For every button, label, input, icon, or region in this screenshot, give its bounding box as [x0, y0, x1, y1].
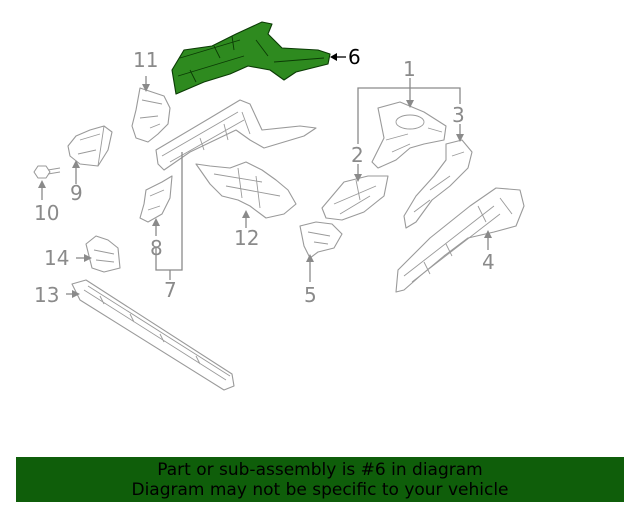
callout-11: 11: [133, 48, 158, 72]
part-10-bolt: [33, 165, 61, 179]
callout-10: 10: [34, 201, 59, 225]
part-4: [395, 187, 525, 293]
part-2: [321, 175, 389, 221]
callout-9: 9: [70, 181, 83, 205]
part-5: [299, 221, 343, 259]
part-7: [155, 99, 317, 171]
part-11: [131, 87, 171, 143]
callout-14: 14: [44, 246, 69, 270]
callout-1: 1: [403, 57, 416, 81]
info-banner: Part or sub-assembly is #6 in diagram Di…: [16, 457, 624, 502]
banner-line-1: Part or sub-assembly is #6 in diagram: [157, 459, 483, 480]
callout-labels: 6 11 9 10 8 7 12 14 13 1 2 3 5 4: [34, 45, 495, 307]
callout-7: 7: [164, 278, 177, 302]
part-13: [71, 279, 235, 391]
callout-3: 3: [452, 103, 465, 127]
part-14: [85, 235, 121, 273]
callout-4: 4: [482, 250, 495, 274]
part-9: [67, 125, 113, 167]
callout-5: 5: [304, 283, 317, 307]
parts-diagram: 6 11 9 10 8 7 12 14 13 1 2 3 5 4: [33, 21, 525, 391]
callout-6: 6: [348, 45, 361, 69]
callout-2: 2: [351, 143, 364, 167]
part-8: [139, 175, 173, 223]
callout-8: 8: [150, 236, 163, 260]
callout-12: 12: [234, 226, 259, 250]
callout-13: 13: [34, 283, 59, 307]
part-6-highlighted: [171, 21, 331, 95]
part-1: [371, 101, 447, 169]
part-3: [403, 139, 473, 229]
leader-lines: [38, 53, 492, 298]
part-12: [195, 161, 297, 219]
banner-line-2: Diagram may not be specific to your vehi…: [131, 479, 509, 500]
